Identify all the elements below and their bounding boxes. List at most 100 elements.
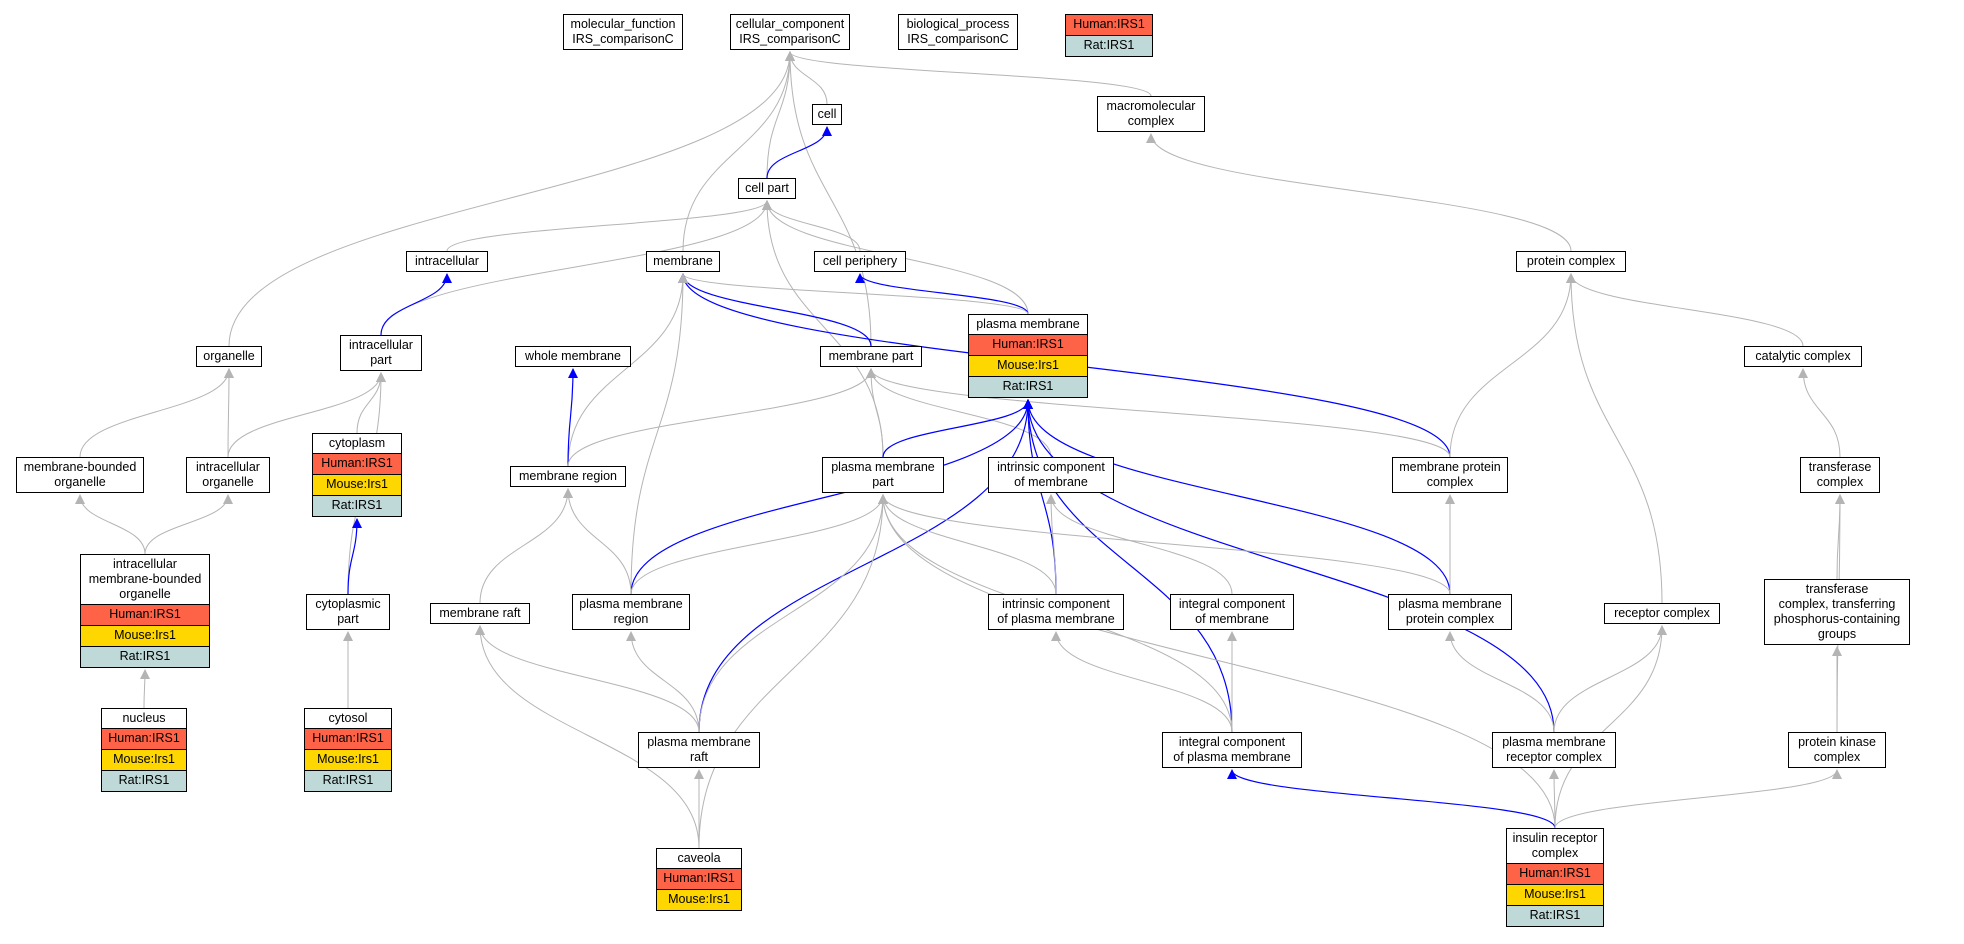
edge-memraft-to-memregion xyxy=(479,488,573,604)
go-term-label: intrinsic component of plasma membrane xyxy=(997,597,1115,626)
go-term-cellperiph[interactable]: cell periphery xyxy=(814,251,906,272)
go-term-label: transferase complex xyxy=(1808,460,1872,489)
go-term-imbo[interactable]: intracellular membrane-bounded organelle… xyxy=(80,554,210,668)
go-term-intraorg[interactable]: intracellular organelle xyxy=(186,457,270,493)
edge-irc-to-pkc xyxy=(1554,769,1842,829)
annotation-mouse: Mouse:Irs1 xyxy=(1507,884,1603,905)
edge-caveola-to-pmpart xyxy=(698,494,888,849)
edge-macro-to-cc xyxy=(785,51,1152,97)
go-term-memraft[interactable]: membrane raft xyxy=(430,603,530,624)
edge-pmrc-to-pmpc xyxy=(1445,631,1555,733)
edge-intrinsicpm-to-pmpart xyxy=(878,494,1057,595)
edge-plasmamem-to-cellperiph xyxy=(855,273,1029,315)
annotation-rat: Rat:IRS1 xyxy=(81,646,209,667)
go-term-label: plasma membrane raft xyxy=(647,735,751,764)
go-term-mbo[interactable]: membrane-bounded organelle xyxy=(16,457,144,493)
go-term-label: cytoplasmic part xyxy=(315,597,381,626)
go-term-pmpart[interactable]: plasma membrane part xyxy=(822,457,944,493)
go-term-cytopart[interactable]: cytoplasmic part xyxy=(306,594,390,630)
go-term-mempart[interactable]: membrane part xyxy=(820,346,922,367)
title-node-molecular-function[interactable]: molecular_function IRS_comparisonC xyxy=(563,14,683,50)
go-term-mpc[interactable]: membrane protein complex xyxy=(1392,457,1508,493)
edge-memregion-to-membrane xyxy=(567,273,688,467)
go-term-transferase[interactable]: transferase complex xyxy=(1800,457,1880,493)
edge-cytoplasm-to-intrapart xyxy=(356,372,386,434)
go-term-label: macromolecular complex xyxy=(1106,99,1196,128)
go-term-label: nucleus xyxy=(122,711,166,725)
go-term-membrane[interactable]: membrane xyxy=(646,251,720,272)
edge-intrapart-to-intracellular xyxy=(380,273,452,336)
annotation-human: Human:IRS1 xyxy=(313,453,401,474)
go-term-catalytic[interactable]: catalytic complex xyxy=(1744,346,1862,367)
annotation-rat: Rat:IRS1 xyxy=(305,770,391,791)
legend-human: Human:IRS1 xyxy=(1066,15,1152,35)
go-term-intrinsicpm[interactable]: intrinsic component of plasma membrane xyxy=(988,594,1124,630)
go-term-cell[interactable]: cell xyxy=(812,104,842,125)
edge-organelle-to-cc xyxy=(228,51,795,347)
title-node-cellular-component[interactable]: cellular_component IRS_comparisonC xyxy=(730,14,850,50)
edge-pmraft-to-pmpart xyxy=(698,494,888,733)
go-term-pmrc[interactable]: plasma membrane receptor complex xyxy=(1492,732,1616,768)
edge-pmregion-to-membrane xyxy=(630,273,688,595)
go-term-transphos[interactable]: transferase complex, transferring phosph… xyxy=(1764,579,1910,645)
edge-mpc-to-mempart xyxy=(866,368,1451,458)
edge-mbo-to-organelle xyxy=(79,368,234,458)
edge-cellpart-to-cell xyxy=(766,126,832,179)
go-term-integral[interactable]: integral component of membrane xyxy=(1170,594,1294,630)
annotation-human: Human:IRS1 xyxy=(1507,863,1603,884)
go-term-pmregion[interactable]: plasma membrane region xyxy=(572,594,690,630)
go-term-label: plasma membrane part xyxy=(831,460,935,489)
go-term-receptor[interactable]: receptor complex xyxy=(1604,603,1720,624)
go-term-label: receptor complex xyxy=(1614,606,1710,620)
annotation-mouse: Mouse:Irs1 xyxy=(102,749,186,770)
edge-pmpc-to-pmpart xyxy=(878,494,1451,595)
edge-pmregion-to-memregion xyxy=(563,488,632,595)
go-term-proteincomplex[interactable]: protein complex xyxy=(1516,251,1626,272)
go-term-integralpm[interactable]: integral component of plasma membrane xyxy=(1162,732,1302,768)
edge-irc-to-integralpm xyxy=(1227,769,1556,829)
go-term-label: protein complex xyxy=(1526,254,1616,268)
go-term-label: membrane region xyxy=(519,469,617,483)
go-term-pmpc[interactable]: plasma membrane protein complex xyxy=(1388,594,1512,630)
annotation-mouse: Mouse:Irs1 xyxy=(657,889,741,910)
title-node-biological-process[interactable]: biological_process IRS_comparisonC xyxy=(898,14,1018,50)
go-term-intrinsic[interactable]: intrinsic component of membrane xyxy=(988,457,1114,493)
annotation-mouse: Mouse:Irs1 xyxy=(313,474,401,495)
edge-cellperiph-to-cellpart xyxy=(762,200,861,252)
go-term-label: plasma membrane xyxy=(976,317,1080,331)
edge-transferase-to-catalytic xyxy=(1798,368,1841,458)
title-node-label: biological_process IRS_comparisonC xyxy=(906,17,1010,46)
go-term-label: membrane raft xyxy=(439,606,521,620)
go-term-organelle[interactable]: organelle xyxy=(196,346,262,367)
edge-pmregion-to-pmpart xyxy=(630,494,888,595)
go-term-label: plasma membrane region xyxy=(579,597,683,626)
go-term-label: membrane protein complex xyxy=(1399,460,1501,489)
go-term-intrapart[interactable]: intracellular part xyxy=(340,335,422,371)
edge-pmpart-to-plasmamem xyxy=(882,399,1033,458)
go-term-pmraft[interactable]: plasma membrane raft xyxy=(638,732,760,768)
go-term-label: membrane xyxy=(653,254,713,268)
edge-pmregion-to-plasmamem xyxy=(630,399,1033,595)
annotation-rat: Rat:IRS1 xyxy=(102,770,186,791)
go-term-label: cytoplasm xyxy=(328,436,386,450)
edge-intrinsicpm-to-plasmamem xyxy=(1023,399,1057,595)
go-term-intracellular[interactable]: intracellular xyxy=(406,251,488,272)
go-term-label: cell part xyxy=(745,181,789,195)
go-term-wholemem[interactable]: whole membrane xyxy=(515,346,631,367)
go-term-memregion[interactable]: membrane region xyxy=(510,466,626,487)
go-term-label: cytosol xyxy=(328,711,368,725)
go-term-label: intracellular organelle xyxy=(196,460,260,489)
edge-pmraft-to-plasmamem xyxy=(698,399,1033,733)
go-term-macro[interactable]: macromolecular complex xyxy=(1097,96,1205,132)
annotation-human: Human:IRS1 xyxy=(305,728,391,749)
go-term-cellpart[interactable]: cell part xyxy=(738,178,796,199)
go-term-pkc[interactable]: protein kinase complex xyxy=(1788,732,1886,768)
legend: Human:IRS1 Rat:IRS1 xyxy=(1065,14,1153,57)
